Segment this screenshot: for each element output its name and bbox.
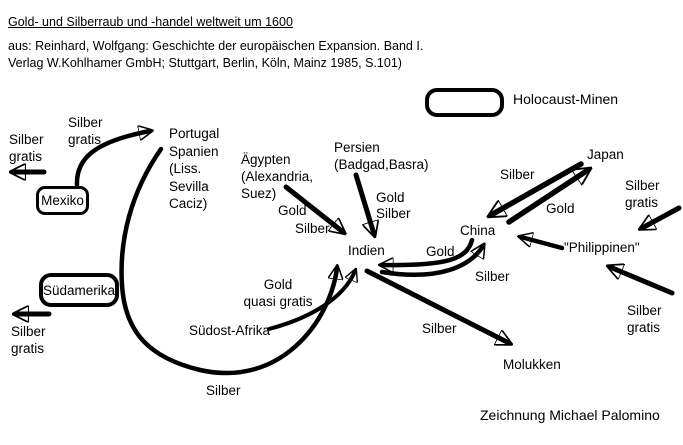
flow-label-pazifik-sued: Silber gratis: [627, 303, 662, 335]
node-aegypten: Ägypten (Alexandria, Suez): [241, 152, 314, 201]
arrow-japan-to-china: [491, 161, 584, 215]
node-suedost-afrika: Südost-Afrika: [189, 323, 271, 338]
arrow-china-to-indien: [382, 237, 475, 265]
flow-label-afrika-indien: Gold quasi gratis: [243, 277, 313, 309]
flow-label-persien-gold: Gold: [376, 190, 405, 205]
arrow-suedostafrika-to-indien: [267, 271, 355, 331]
arrow-china-to-japan: [506, 170, 588, 225]
flow-label-mexiko-west: Silber gratis: [9, 132, 44, 164]
arrow-pazifik-to-philippinen-nord: [642, 205, 682, 228]
flow-label-europa-indien: Silber: [206, 383, 241, 398]
flow-label-mexiko-europa: Silber gratis: [68, 115, 103, 147]
node-japan: Japan: [587, 147, 624, 162]
arrow-philippinen-to-china: [521, 237, 565, 251]
arrow-mexiko-to-portugal: [74, 131, 150, 188]
node-molukken: Molukken: [503, 357, 561, 372]
arrow-persien-to-indien: [353, 172, 374, 234]
node-suedamerika-label: Südamerika: [42, 282, 116, 298]
source-line-1: aus: Reinhard, Wolfgang: Geschichte der …: [8, 39, 424, 53]
arrow-pazifik-to-philippinen-sued: [610, 267, 675, 296]
flow-label-indien-china: Silber: [475, 269, 510, 284]
source-line-2: Verlag W.Kohlhamer GmbH; Stuttgart, Berl…: [8, 56, 402, 70]
arrow-indien-to-china: [379, 246, 483, 277]
arrow-indien-to-molukken: [364, 268, 509, 343]
arrow-europa-to-indien: [119, 146, 337, 376]
node-indien: Indien: [348, 243, 385, 258]
flow-label-persien-silber: Silber: [376, 206, 411, 221]
flow-label-pazifik-nord: Silber gratis: [625, 178, 660, 210]
legend-mine-symbol: [425, 88, 504, 117]
arrow-aegypten-to-indien: [283, 184, 343, 232]
node-mexiko-label: Mexiko: [41, 193, 84, 208]
flow-label-indien-molukken: Silber: [422, 321, 457, 336]
node-mexiko: Mexiko: [36, 186, 89, 215]
flow-label-china-indien: Gold: [426, 244, 455, 259]
flow-label-china-japan: Gold: [546, 201, 575, 216]
diagram-title: Gold- und Silberraub und -handel weltwei…: [8, 15, 293, 29]
node-philippinen: "Philippinen": [564, 240, 640, 255]
flow-label-aegypten-silber: Silber: [295, 221, 330, 236]
flow-label-japan-china: Silber: [500, 167, 535, 182]
legend-label: Holocaust-Minen: [513, 91, 619, 107]
credit-line: Zeichnung Michael Palomino: [480, 407, 660, 423]
flow-label-suedamerika-west: Silber gratis: [11, 324, 46, 356]
flow-label-aegypten-gold: Gold: [278, 203, 307, 218]
node-persien: Persien (Badgad,Basra): [334, 140, 429, 172]
node-china: China: [460, 223, 496, 238]
node-portugal-spanien: Portugal Spanien (Liss. Sevilla Caciz): [169, 126, 220, 211]
node-suedamerika: Südamerika: [39, 273, 119, 307]
